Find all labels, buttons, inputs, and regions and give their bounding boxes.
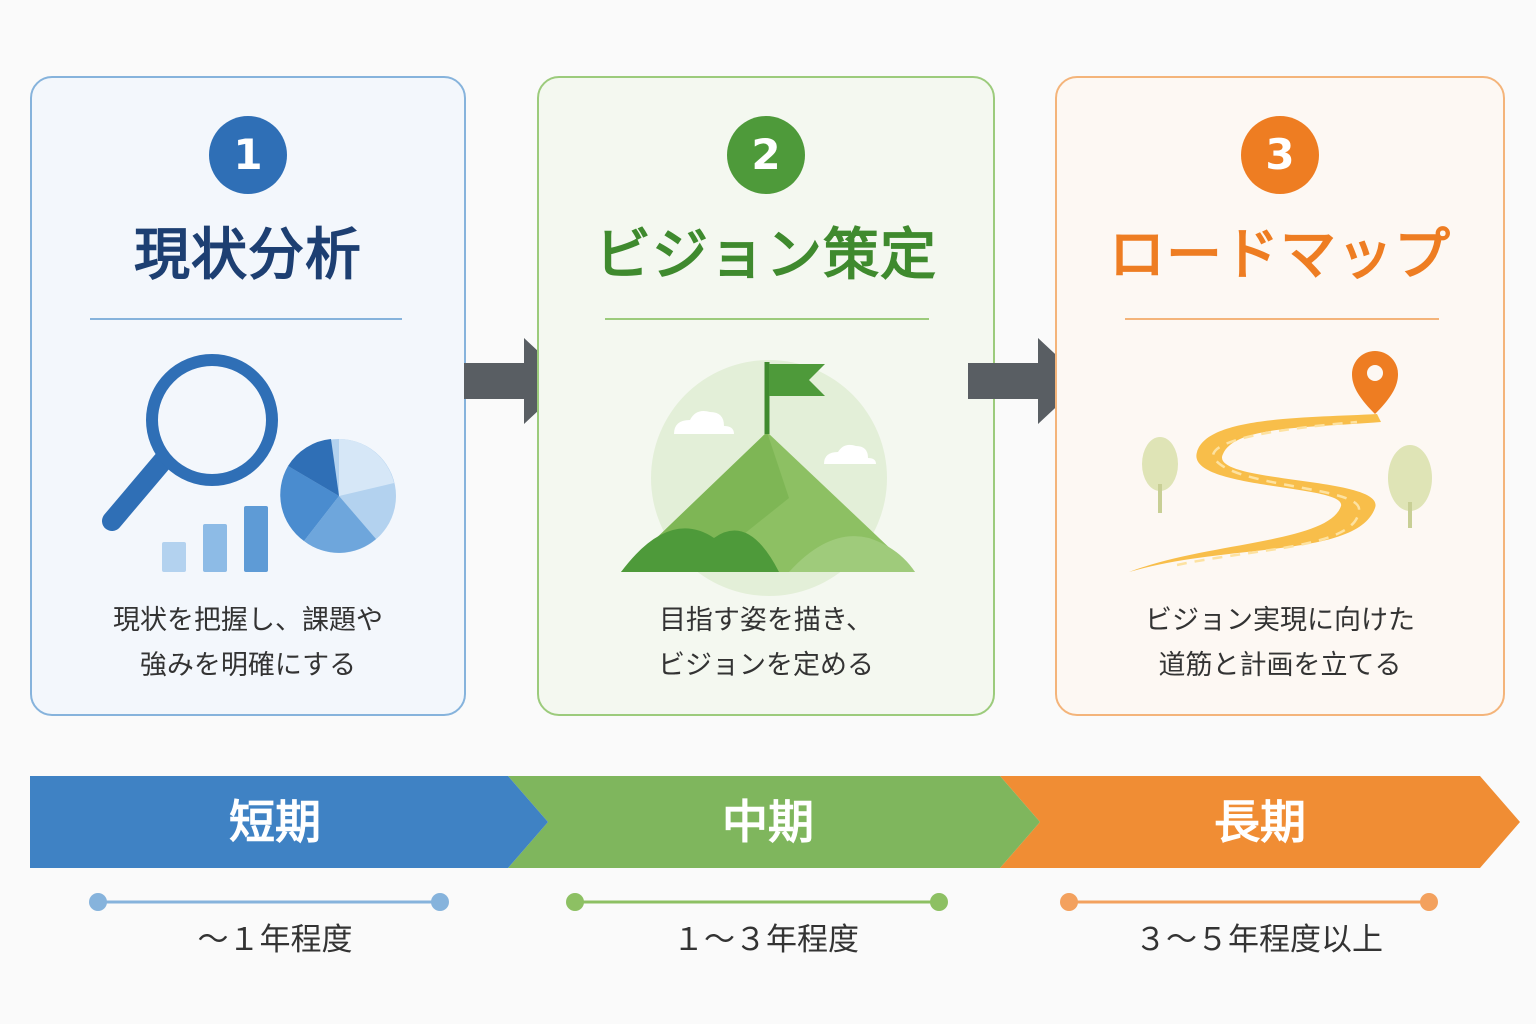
desc-line: ビジョンを定める <box>658 650 874 681</box>
desc-line: 道筋と計画を立てる <box>1158 650 1402 681</box>
title-divider <box>1125 318 1439 320</box>
step-number-badge: 3 <box>1241 116 1319 194</box>
desc-line: ビジョン実現に向けた <box>1145 605 1415 636</box>
timeline-band <box>30 776 1520 868</box>
period-connector <box>89 893 449 911</box>
magnifier-chart-icon <box>102 354 396 572</box>
step-title: 現状分析 <box>134 223 362 288</box>
period-text: ３～５年程度以上 <box>1135 922 1383 958</box>
title-divider <box>90 318 402 320</box>
band-segment-mid <box>508 776 1040 868</box>
step-number-badge: 2 <box>727 116 805 194</box>
desc-line: 現状を把握し、課題や <box>113 605 383 636</box>
period-connector <box>566 893 948 911</box>
step-title: ロードマップ <box>1109 223 1451 288</box>
step-title: ビジョン策定 <box>595 223 937 288</box>
band-segment-long <box>1000 776 1520 868</box>
desc-line: 強みを明確にする <box>139 650 357 681</box>
step-card-vision: 2 ビジョン策定 目指す姿を描き、 ビジョンを定める <box>537 76 995 716</box>
period-connector <box>1060 893 1438 911</box>
step-card-roadmap: 3 ロードマップ ビジョン実現に向けた 道筋と計画を立てる <box>1055 76 1505 716</box>
step-number-badge: 1 <box>209 116 287 194</box>
term-label: 短期 <box>229 795 321 849</box>
band-segment-short <box>30 776 548 868</box>
road-pin-icon <box>1129 351 1432 572</box>
title-divider <box>605 318 929 320</box>
term-label: 長期 <box>1214 795 1306 849</box>
step-description: 目指す姿を描き、 ビジョンを定める <box>539 598 993 688</box>
mountain-flag-icon <box>621 360 915 596</box>
term-label: 中期 <box>722 795 814 849</box>
step-description: 現状を把握し、課題や 強みを明確にする <box>32 598 464 688</box>
period-text: １～３年程度 <box>673 922 859 958</box>
step-card-analysis: 1 現状分析 現状を把握し、課題や 強みを明確にする <box>30 76 466 716</box>
period-text: ～１年程度 <box>197 922 353 958</box>
desc-line: 目指す姿を描き、 <box>658 605 874 636</box>
step-description: ビジョン実現に向けた 道筋と計画を立てる <box>1057 598 1503 688</box>
